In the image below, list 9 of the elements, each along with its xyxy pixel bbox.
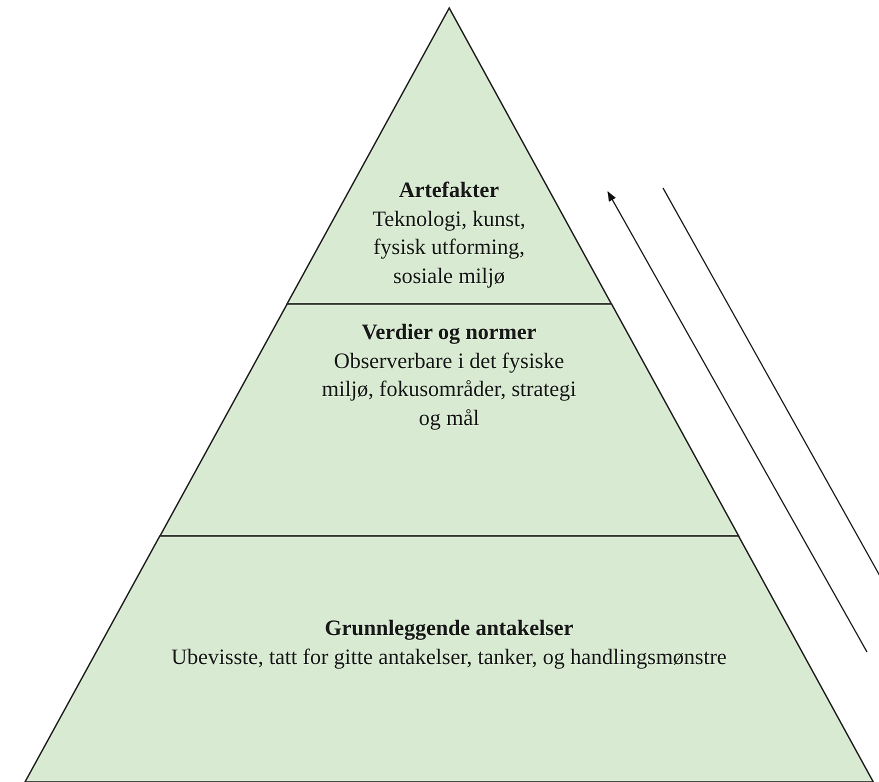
layer-description: Observerbare i det fysiske miljø, fokusområder, strategi og mål — [320, 346, 578, 432]
pyramid-layer — [286, 8, 612, 304]
layer-description: Teknologi, kunst, fysisk utforming, sosiale miljø — [371, 204, 527, 290]
pyramid-layer — [160, 304, 738, 536]
layer-title: Grunnleggende antakelser — [324, 614, 574, 642]
layer-title: Artefakter — [398, 176, 500, 204]
layer-title: Verdier og normer — [360, 318, 538, 346]
layer-description: Ubevisste, tatt for gitte antakelser, tanker, og handlingsmønstre — [170, 642, 728, 671]
pyramid-layer — [24, 536, 874, 782]
